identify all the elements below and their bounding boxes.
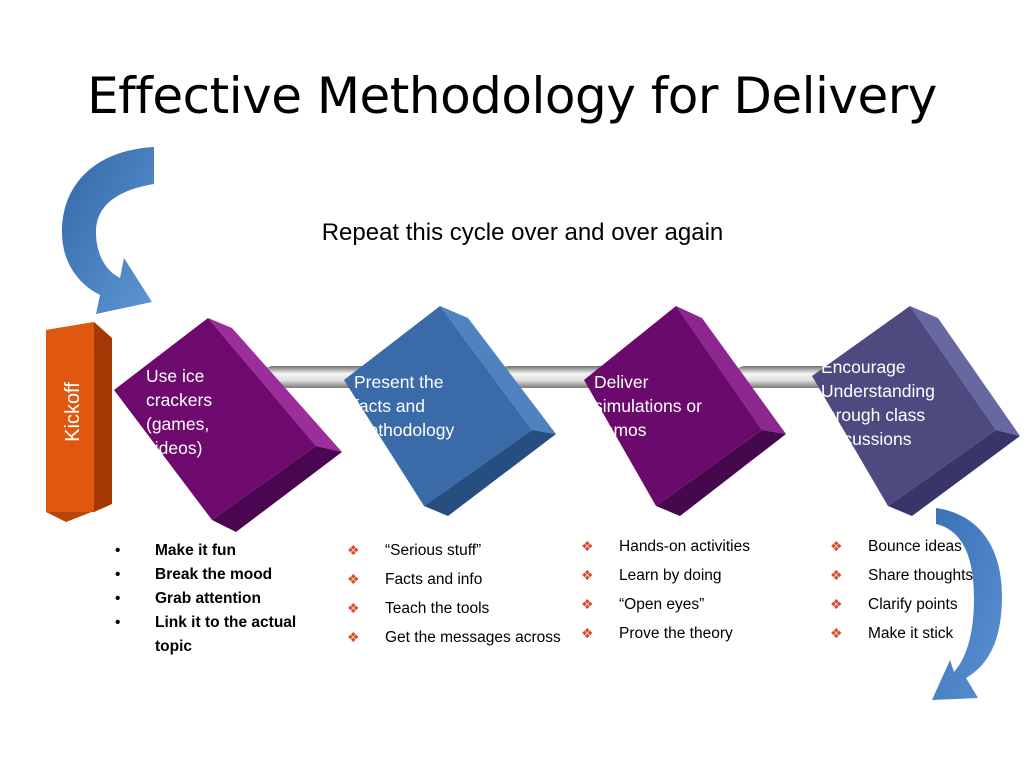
list-item: ❖ Learn by doing — [581, 561, 750, 590]
step-cube-2 — [344, 306, 556, 516]
diamond-bullet-icon: ❖ — [830, 596, 843, 612]
list-item-text: Get the messages across — [385, 629, 561, 646]
diamond-bullet-icon: ❖ — [830, 567, 843, 583]
list-item-text: Prove the theory — [619, 625, 733, 642]
diamond-bullet-icon: ❖ — [347, 629, 360, 645]
list-item: ❖ Prove the theory — [581, 619, 750, 648]
list-item: ❖ Share thoughts — [830, 561, 973, 590]
curved-arrow-bottom-right — [932, 508, 1002, 700]
diamond-bullet-icon: ❖ — [347, 600, 360, 616]
list-item-text: Learn by doing — [619, 567, 722, 584]
bullet-list-2: ❖ “Serious stuff” ❖ Facts and info ❖ Teach … — [347, 536, 561, 652]
list-item: ❖ Get the messages across — [347, 623, 561, 652]
list-item-text: Clarify points — [868, 596, 958, 613]
list-item-text: Link it to the actual topic — [155, 614, 297, 655]
bullet-dot-icon: • — [115, 614, 121, 631]
cycle-subtitle: Repeat this cycle over and over again — [321, 219, 724, 246]
step-2-text: Present the facts and methodology — [354, 372, 455, 440]
kickoff-bar — [46, 322, 112, 522]
list-item-text: Make it fun — [155, 542, 236, 559]
list-item: • Grab attention — [112, 587, 335, 611]
diamond-bullet-icon: ❖ — [581, 596, 594, 612]
bullet-list-4: ❖ Bounce ideas ❖ Share thoughts ❖ Clarify p… — [830, 532, 973, 648]
diamond-bullet-icon: ❖ — [347, 571, 360, 587]
diamond-bullet-icon: ❖ — [830, 538, 843, 554]
diamond-bullet-icon: ❖ — [581, 625, 594, 641]
list-item-text: Teach the tools — [385, 600, 490, 617]
list-item-text: Facts and info — [385, 571, 483, 588]
bullet-dot-icon: • — [115, 566, 121, 583]
step-3-text: Deliver simulations or demos — [594, 372, 702, 440]
list-item: ❖ Clarify points — [830, 590, 973, 619]
diamond-bullet-icon: ❖ — [347, 542, 360, 558]
bullet-dot-icon: • — [115, 542, 121, 559]
list-item: ❖ “Serious stuff” — [347, 536, 561, 565]
list-item-text: “Open eyes” — [619, 596, 705, 613]
diamond-bullet-icon: ❖ — [581, 567, 594, 583]
list-item: ❖ Bounce ideas — [830, 532, 973, 561]
step-4-text: Encourage Understanding through class di… — [821, 357, 935, 449]
list-item: ❖ Teach the tools — [347, 594, 561, 623]
bullet-list-3: ❖ Hands-on activities ❖ Learn by doing ❖ “O… — [581, 532, 750, 648]
list-item: • Break the mood — [112, 563, 335, 587]
kickoff-label: Kickoff — [62, 382, 84, 442]
curved-arrow-top-left — [62, 147, 154, 314]
step-1-text: Use ice crackers (games, videos) — [146, 366, 213, 458]
list-item-text: Grab attention — [155, 590, 261, 607]
bullet-list-1: • Make it fun • Break the mood • Grab atten… — [112, 539, 335, 659]
list-item-text: Break the mood — [155, 566, 273, 583]
step-cube-4 — [812, 306, 1020, 516]
list-item: • Make it fun — [112, 539, 335, 563]
list-item-text: Bounce ideas — [868, 538, 962, 555]
list-item-text: “Serious stuff” — [385, 542, 482, 559]
list-item: • Link it to the actual topic — [112, 611, 335, 659]
list-item: ❖ Facts and info — [347, 565, 561, 594]
list-item: ❖ “Open eyes” — [581, 590, 750, 619]
list-item: ❖ Hands-on activities — [581, 532, 750, 561]
list-item-text: Make it stick — [868, 625, 954, 642]
step-cube-3 — [584, 306, 786, 516]
slide-title: Effective Methodology for Delivery — [87, 67, 937, 125]
diamond-bullet-icon: ❖ — [581, 538, 594, 554]
list-item: ❖ Make it stick — [830, 619, 973, 648]
bullet-dot-icon: • — [115, 590, 121, 607]
step-cube-1 — [114, 318, 342, 532]
list-item-text: Share thoughts — [868, 567, 974, 584]
diamond-bullet-icon: ❖ — [830, 625, 843, 641]
list-item-text: Hands-on activities — [619, 538, 750, 555]
